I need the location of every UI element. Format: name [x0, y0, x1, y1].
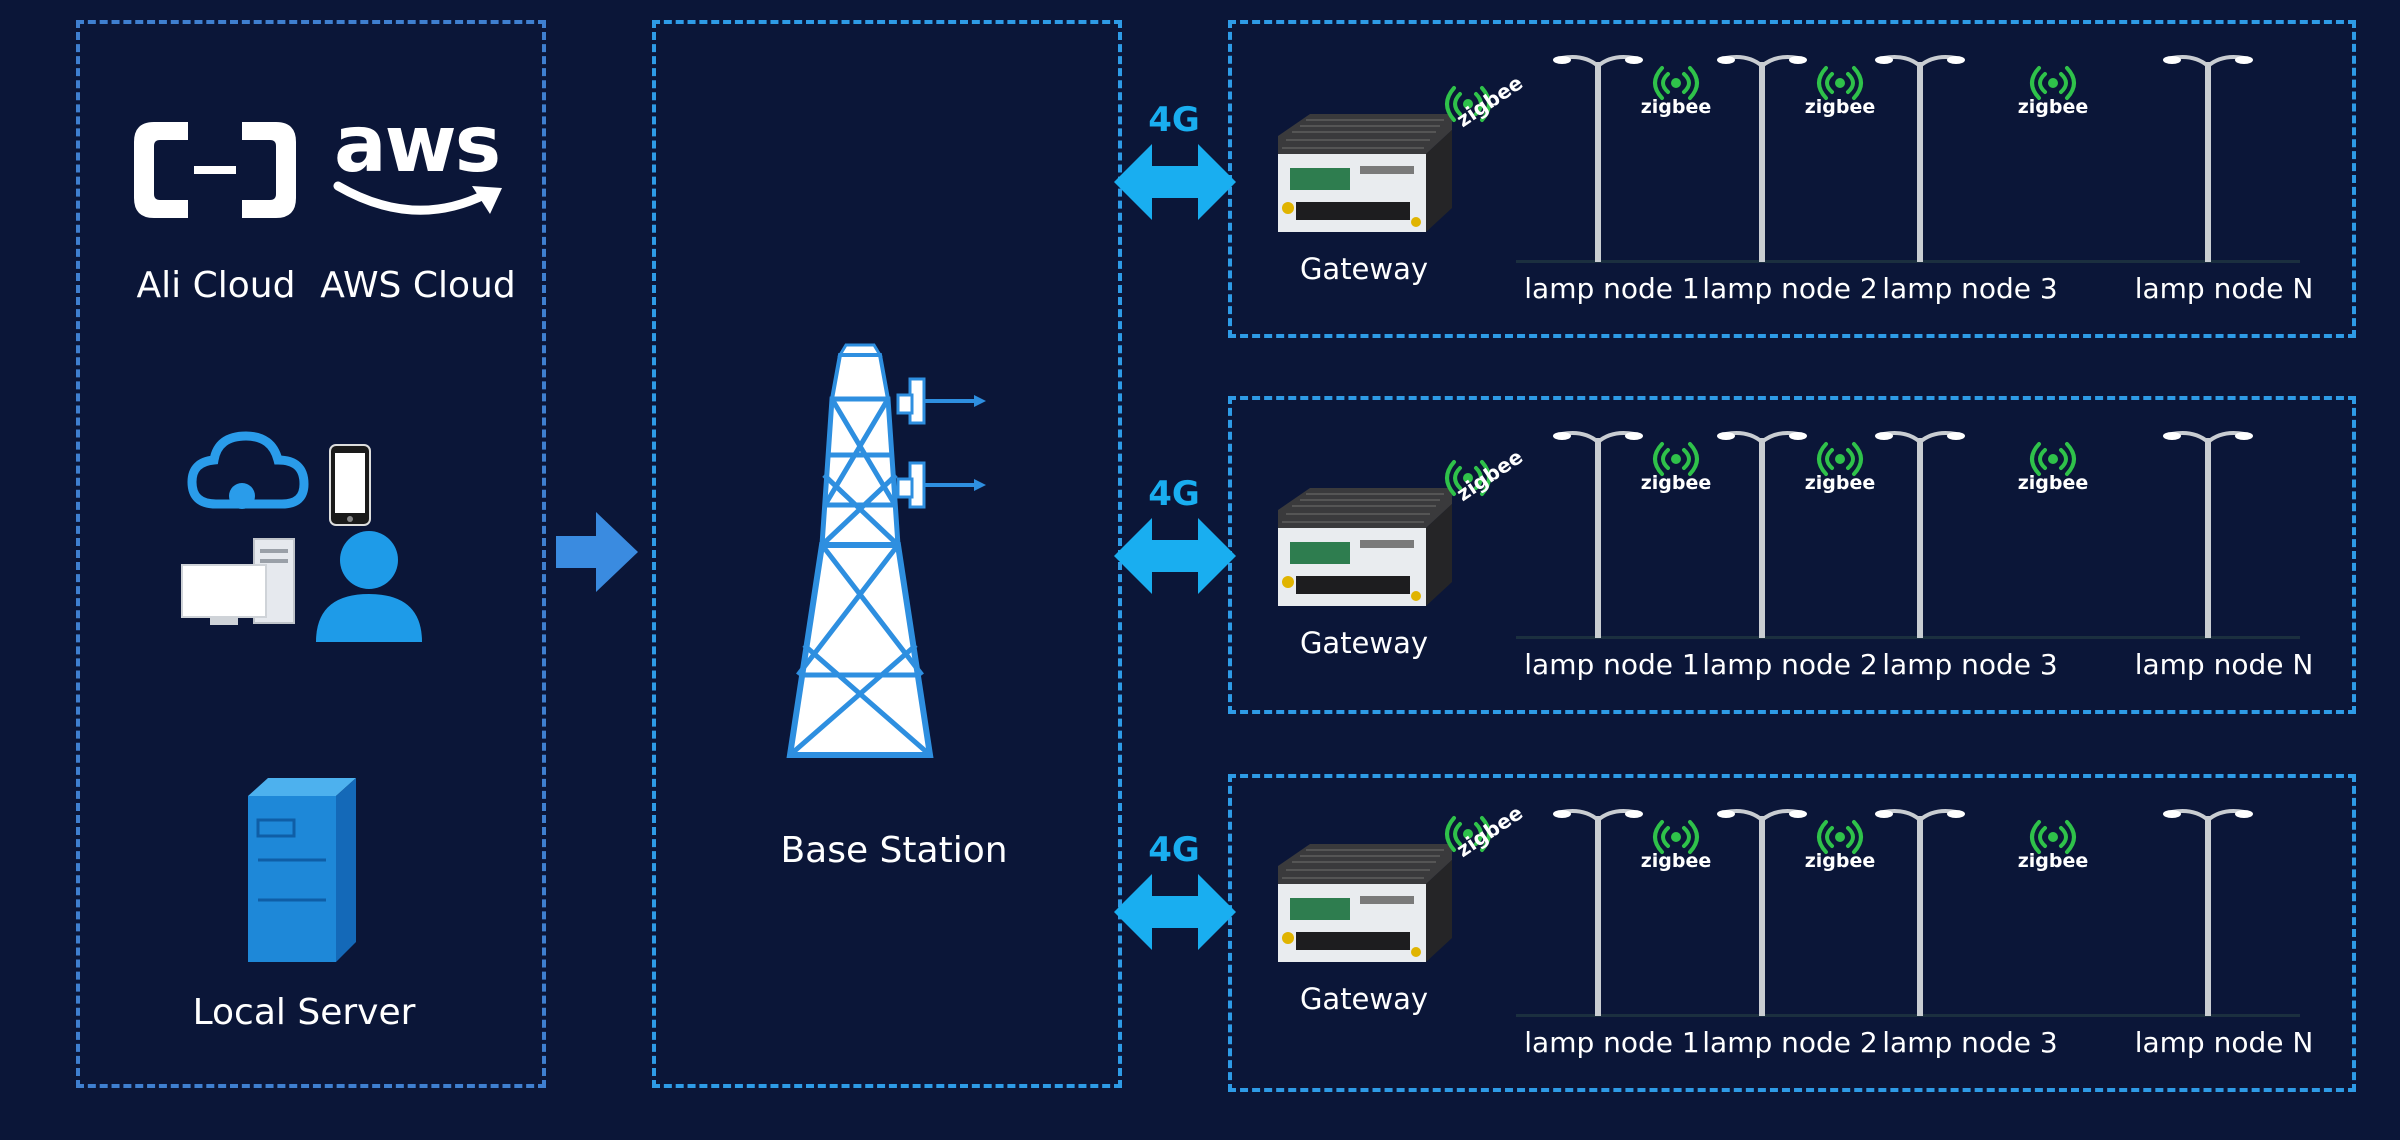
street-lamp-icon: [1875, 55, 1965, 262]
street-lamp-icon: [1717, 809, 1807, 1016]
gateway-router-icon: [1278, 114, 1452, 232]
zigbee-label: zigbee: [2017, 96, 2089, 118]
zigbee-signal-icon: [1653, 442, 1699, 476]
zigbee-label: zigbee: [1640, 96, 1712, 118]
zigbee-signal-icon: [1817, 442, 1863, 476]
ali-cloud-label: Ali Cloud: [136, 265, 296, 306]
lamp-node-label: lamp node 3: [1882, 1026, 2058, 1059]
lamp-node-label: lamp node N: [2134, 648, 2314, 681]
bidirectional-arrow-icon: [1114, 144, 1236, 220]
gateway-zigbee-signal-icon: [1445, 460, 1491, 496]
zigbee-label: zigbee: [1640, 850, 1712, 872]
lamp-node-label: lamp node 2: [1702, 648, 1878, 681]
base-station-label: Base Station: [780, 830, 1008, 871]
zigbee-signal-icon: [1817, 66, 1863, 100]
cloud-users-panel: [76, 20, 546, 1088]
street-lamp-icon: [2163, 809, 2253, 1016]
cloud-icon: [187, 431, 309, 509]
zigbee-signal-icon: [2030, 820, 2076, 854]
gateway-zigbee-signal-icon: [1445, 86, 1491, 122]
zigbee-signal-icon: [1653, 820, 1699, 854]
bidirectional-arrow-icon: [1114, 518, 1236, 594]
ground-line: [1516, 260, 2300, 263]
zigbee-label: zigbee: [1804, 96, 1876, 118]
zigbee-signal-icon: [2030, 66, 2076, 100]
local-server-label: Local Server: [192, 992, 416, 1033]
lamp-node-label: lamp node N: [2134, 1026, 2314, 1059]
link-4g-label: 4G: [1148, 100, 1200, 140]
street-lamp-icon: [1717, 431, 1807, 638]
ground-line: [1516, 1014, 2300, 1017]
link-4g-label: 4G: [1148, 830, 1200, 870]
gateway-router-icon: [1278, 844, 1452, 962]
user-person-icon: [316, 531, 422, 642]
street-lamp-icon: [1553, 431, 1643, 638]
bidirectional-arrow-icon: [1114, 874, 1236, 950]
zigbee-label: zigbee: [1804, 472, 1876, 494]
street-lamp-icon: [1717, 55, 1807, 262]
local-server-icon: [248, 778, 356, 962]
ground-line: [1516, 636, 2300, 639]
uplink-arrow-icon: [556, 512, 638, 592]
gateway-label: Gateway: [1299, 252, 1429, 286]
ali-cloud-logo-icon: [134, 122, 296, 218]
street-lamp-icon: [1553, 55, 1643, 262]
base-station-tower-icon: [786, 343, 986, 758]
lamp-node-label: lamp node 3: [1882, 648, 2058, 681]
street-lamp-icon: [1875, 809, 1965, 1016]
aws-logo-text: aws: [334, 100, 501, 190]
zigbee-label: zigbee: [1640, 472, 1712, 494]
lamp-node-label: lamp node 2: [1702, 1026, 1878, 1059]
zigbee-signal-icon: [1653, 66, 1699, 100]
link-4g-label: 4G: [1148, 474, 1200, 514]
street-lamp-icon: [1553, 809, 1643, 1016]
gateway-router-icon: [1278, 488, 1452, 606]
lamp-node-label: lamp node 1: [1524, 272, 1700, 305]
lamp-node-label: lamp node 1: [1524, 1026, 1700, 1059]
street-lamp-icon: [2163, 431, 2253, 638]
gateway-panel-3: [1228, 774, 2356, 1092]
desktop-computer-icon: [181, 538, 295, 625]
gateway-zigbee-signal-icon: [1445, 816, 1491, 852]
zigbee-label: zigbee: [2017, 850, 2089, 872]
lamp-node-label: lamp node N: [2134, 272, 2314, 305]
zigbee-signal-icon: [1817, 820, 1863, 854]
zigbee-signal-icon: [2030, 442, 2076, 476]
lamp-node-label: lamp node 2: [1702, 272, 1878, 305]
zigbee-label: zigbee: [2017, 472, 2089, 494]
lamp-node-label: lamp node 1: [1524, 648, 1700, 681]
aws-cloud-label: AWS Cloud: [320, 265, 516, 306]
smartphone-icon: [329, 444, 371, 526]
aws-smile-icon: [333, 181, 502, 215]
gateway-label: Gateway: [1299, 982, 1429, 1016]
street-lamp-icon: [1875, 431, 1965, 638]
street-lamp-icon: [2163, 55, 2253, 262]
zigbee-label: zigbee: [1804, 850, 1876, 872]
lamp-node-label: lamp node 3: [1882, 272, 2058, 305]
gateway-label: Gateway: [1299, 626, 1429, 660]
